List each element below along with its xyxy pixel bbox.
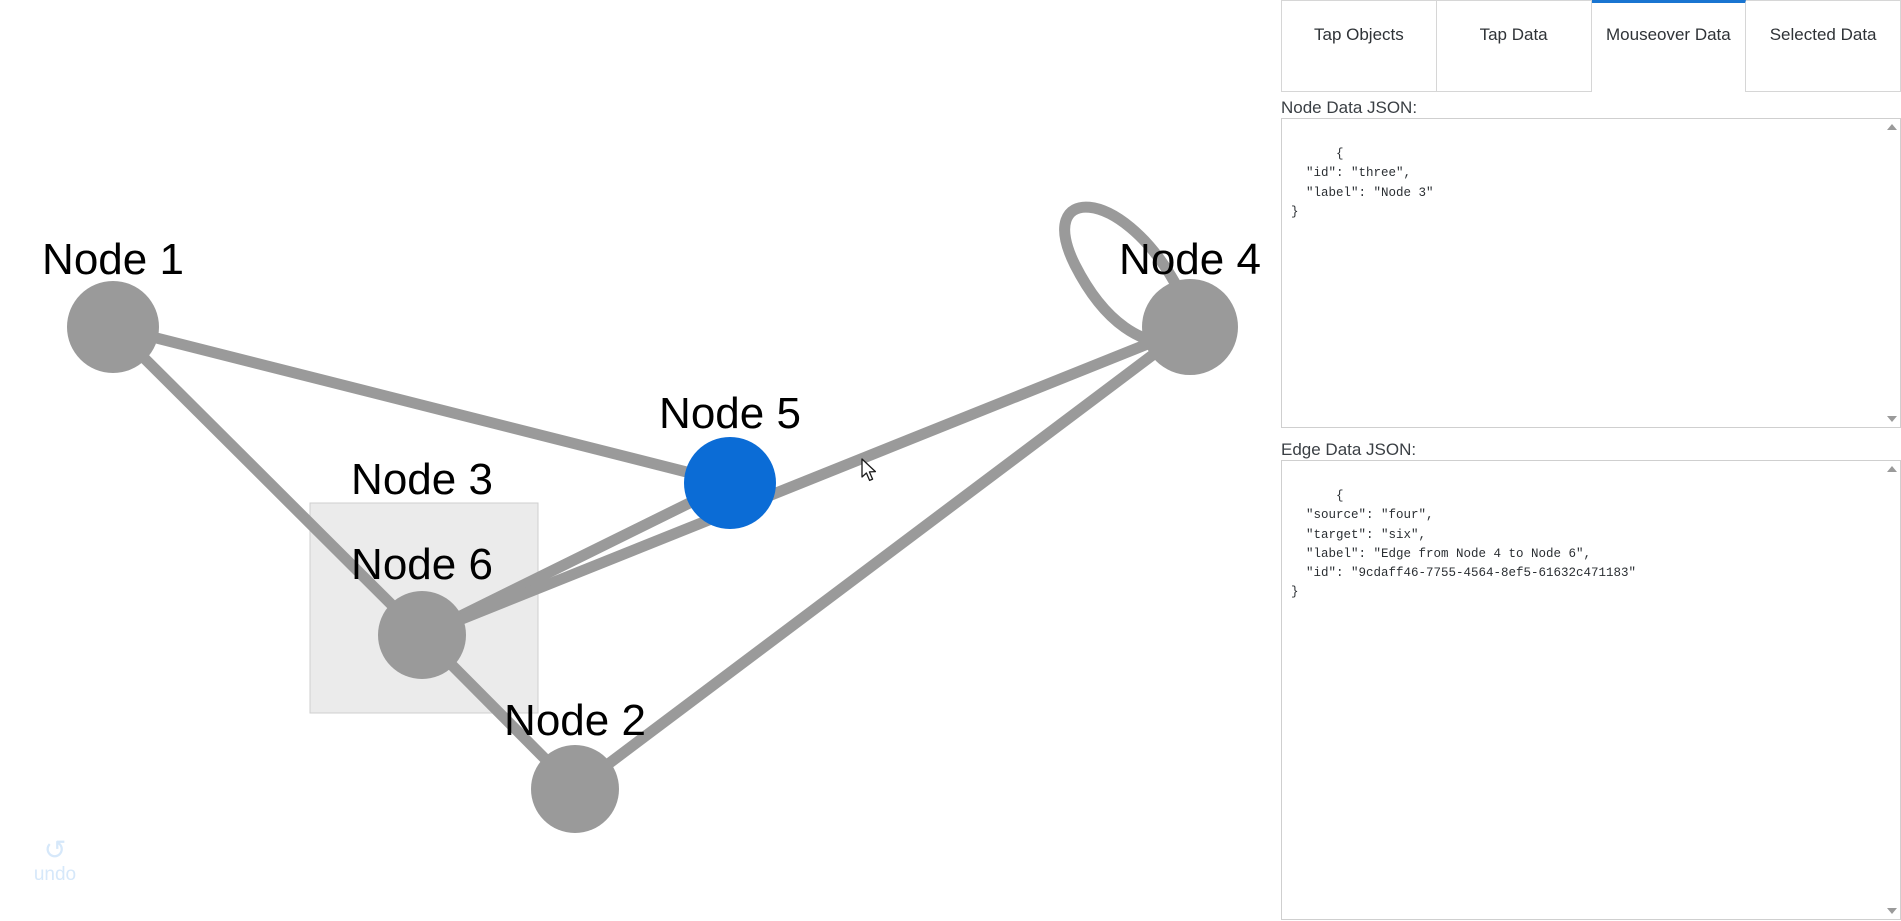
undo-button[interactable]: ↺ undo: [20, 836, 90, 886]
edge-four-four[interactable]: [1059, 201, 1181, 350]
edge-layer: [109, 201, 1194, 794]
edge-json-scroll-up-icon[interactable]: [1887, 466, 1897, 472]
node-data-json-value: { "id": "three", "label": "Node 3" }: [1291, 147, 1434, 219]
tab-tap-data[interactable]: Tap Data: [1436, 0, 1592, 92]
edge-two-four[interactable]: [571, 322, 1194, 794]
edge-data-json-textarea[interactable]: { "source": "four", "target": "six", "la…: [1281, 460, 1901, 920]
undo-label: undo: [33, 864, 77, 885]
tab-tap-objects[interactable]: Tap Objects: [1281, 0, 1437, 92]
undo-arrow-icon: ↺: [43, 835, 67, 865]
graph-svg[interactable]: [0, 0, 1281, 921]
node-json-scroll-up-icon[interactable]: [1887, 124, 1897, 130]
tab-mouseover-data[interactable]: Mouseover Data: [1591, 0, 1747, 92]
node-five[interactable]: [684, 437, 776, 529]
edge-data-json-value: { "source": "four", "target": "six", "la…: [1291, 489, 1637, 600]
edge-one-six[interactable]: [109, 323, 426, 639]
edge-json-scroll-down-icon[interactable]: [1887, 908, 1897, 914]
graph-canvas[interactable]: Node 1 Node 3 Node 5 Node 4 Node 6 Node …: [0, 0, 1281, 921]
edge-data-json-label: Edge Data JSON:: [1281, 440, 1417, 459]
tab-selected-data[interactable]: Selected Data: [1746, 0, 1901, 92]
node-data-json-textarea[interactable]: { "id": "three", "label": "Node 3" }: [1281, 118, 1901, 428]
node-six[interactable]: [378, 591, 466, 679]
node-layer: [67, 279, 1238, 833]
tab-bar: Tap Objects Tap Data Mouseover Data Sele…: [1281, 0, 1901, 92]
node-one[interactable]: [67, 281, 159, 373]
node-json-scroll-down-icon[interactable]: [1887, 416, 1897, 422]
node-four[interactable]: [1142, 279, 1238, 375]
node-two[interactable]: [531, 745, 619, 833]
node-data-json-label: Node Data JSON:: [1281, 98, 1418, 117]
side-panel: Tap Objects Tap Data Mouseover Data Sele…: [1281, 0, 1901, 921]
edge-four-six[interactable]: [419, 321, 1193, 641]
edge-one-five[interactable]: [111, 321, 732, 489]
